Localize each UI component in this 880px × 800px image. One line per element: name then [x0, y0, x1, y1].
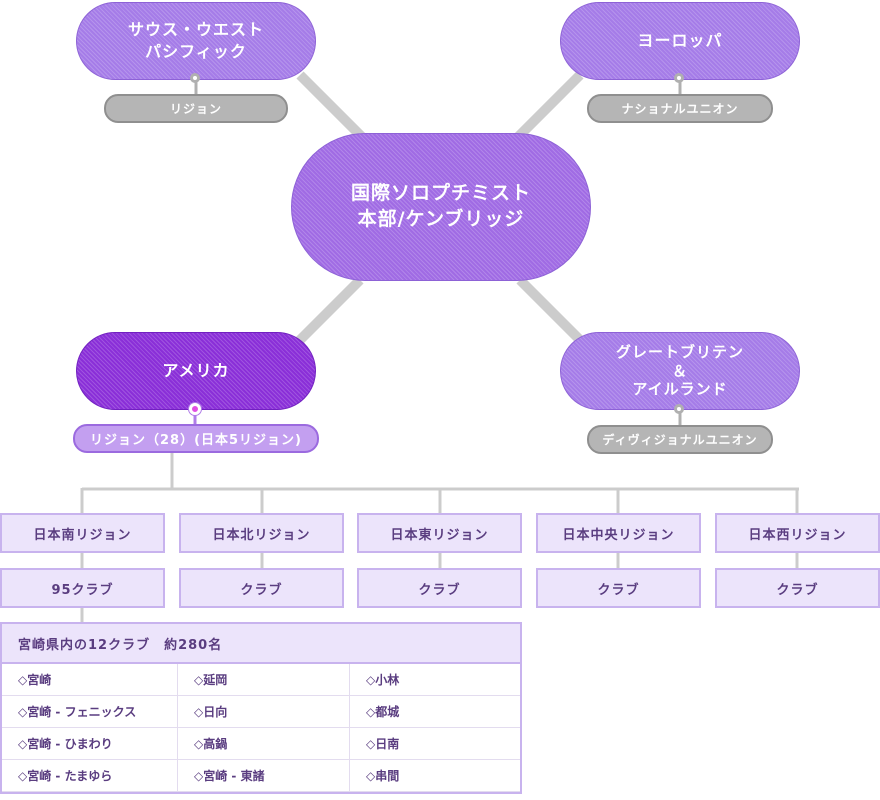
- britain-sub-label: ディヴィジョナルユニオン: [587, 425, 773, 454]
- clubs-table-header: 宮崎県内の12クラブ 約280名: [2, 624, 520, 664]
- club-cell: ◇宮崎 - フェニックス: [2, 696, 178, 728]
- headquarters-cambridge: 国際ソロプチミスト本部/ケンブリッジ: [291, 133, 591, 281]
- club-cell: ◇串間: [350, 760, 520, 792]
- club-cell: ◇高鍋: [178, 728, 350, 760]
- clubs-japan-central: クラブ: [536, 568, 701, 608]
- spoke-europe: [511, 71, 584, 144]
- federation-great-britain-ireland: グレートブリテン＆アイルランド: [560, 332, 800, 410]
- americas-sub-label: リジョン（28）(日本5リジョン): [73, 424, 319, 453]
- node-dot: [190, 73, 200, 83]
- miyazaki-clubs-table: 宮崎県内の12クラブ 約280名 ◇宮崎 ◇延岡 ◇小林 ◇宮崎 - フェニック…: [0, 622, 522, 794]
- node-dot: [674, 73, 684, 83]
- clubs-japan-south: 95クラブ: [0, 568, 165, 608]
- club-cell: ◇宮崎 - 東諸: [178, 760, 350, 792]
- club-cell: ◇宮崎 - ひまわり: [2, 728, 178, 760]
- federation-americas: アメリカ: [76, 332, 316, 410]
- club-cell: ◇日向: [178, 696, 350, 728]
- clubs-japan-east: クラブ: [357, 568, 522, 608]
- clubs-japan-west: クラブ: [715, 568, 880, 608]
- region-japan-south: 日本南リジョン: [0, 513, 165, 553]
- region-japan-north: 日本北リジョン: [179, 513, 344, 553]
- spoke-britain: [516, 276, 589, 349]
- clubs-grid: ◇宮崎 ◇延岡 ◇小林 ◇宮崎 - フェニックス ◇日向 ◇都城 ◇宮崎 - ひ…: [2, 664, 520, 792]
- region-japan-west: 日本西リジョン: [715, 513, 880, 553]
- europe-sub-label: ナショナルユニオン: [587, 94, 773, 123]
- node-dot-active: [189, 403, 201, 415]
- region-japan-east: 日本東リジョン: [357, 513, 522, 553]
- club-cell: ◇日南: [350, 728, 520, 760]
- federation-europe: ヨーロッパ: [560, 2, 800, 80]
- node-dot: [674, 404, 684, 414]
- club-cell: ◇小林: [350, 664, 520, 696]
- southwest-sub-label: リジョン: [104, 94, 288, 123]
- club-cell: ◇都城: [350, 696, 520, 728]
- spoke-southwest: [296, 71, 369, 144]
- region-japan-central: 日本中央リジョン: [536, 513, 701, 553]
- club-cell: ◇宮崎: [2, 664, 178, 696]
- clubs-japan-north: クラブ: [179, 568, 344, 608]
- federation-southwest-pacific: サウス・ウエストパシフィック: [76, 2, 316, 80]
- club-cell: ◇延岡: [178, 664, 350, 696]
- club-cell: ◇宮崎 - たまゆら: [2, 760, 178, 792]
- spoke-americas: [291, 276, 364, 349]
